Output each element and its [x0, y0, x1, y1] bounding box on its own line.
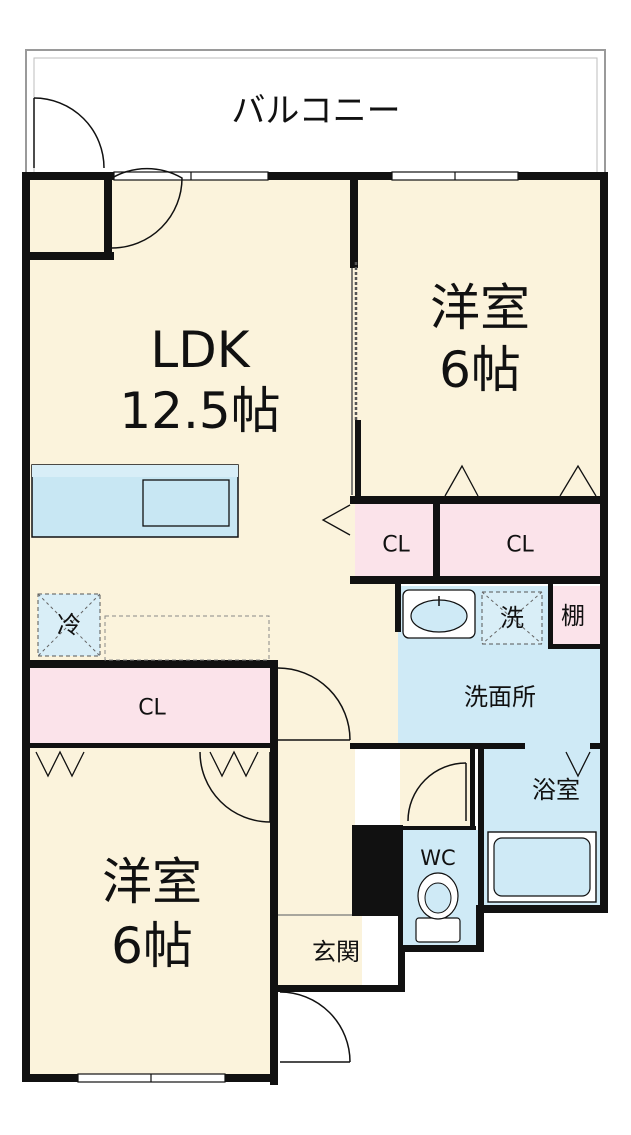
ldk-size: 12.5帖	[119, 382, 280, 440]
washer-label: 洗	[500, 604, 524, 632]
interior-walls	[26, 172, 605, 950]
closet-upper-left	[355, 500, 437, 580]
entrance-floor	[277, 915, 362, 985]
wash-basin	[402, 589, 476, 639]
bathtub	[487, 831, 597, 903]
exterior-walls	[22, 172, 608, 1085]
washer-space	[481, 591, 543, 645]
ldk-floor-lower	[270, 580, 398, 748]
closet-door-marks	[35, 464, 597, 778]
entrance-label: 玄関	[312, 938, 360, 966]
closet-upper-left-label: CL	[382, 533, 410, 558]
bedroom-upper-size: 6帖	[439, 341, 521, 399]
bedroom-upper-name: 洋室	[430, 279, 530, 337]
balcony	[25, 49, 606, 177]
toilet-fixture	[415, 872, 461, 943]
toilet-label: WC	[420, 846, 455, 870]
bedroom-lower-size: 6帖	[111, 917, 193, 975]
bedroom-lower-floor	[30, 748, 275, 1076]
balcony-label: バルコニー	[231, 91, 400, 131]
fridge-space	[37, 593, 101, 657]
washroom-label: 洗面所	[464, 683, 536, 711]
shelf-area	[550, 586, 600, 646]
cupboard-outline	[104, 615, 270, 661]
kitchen-sink	[142, 479, 230, 527]
closet-upper-right-label: CL	[506, 533, 534, 558]
kitchen-top-edge	[32, 465, 238, 477]
sliding-partition	[351, 262, 358, 495]
closet-lower	[30, 665, 275, 748]
bedroom-upper-floor	[355, 176, 603, 500]
ldk-name: LDK	[150, 321, 250, 379]
shelf-label: 棚	[561, 602, 585, 630]
fridge-label: 冷	[57, 611, 81, 639]
bathroom-label: 浴室	[532, 776, 580, 804]
washroom-floor-right	[550, 646, 603, 748]
closet-lower-label: CL	[138, 696, 166, 721]
door-swings	[33, 97, 467, 1063]
washroom-entry-floor	[400, 748, 475, 830]
closet-upper-right	[437, 500, 603, 580]
windows	[77, 171, 519, 1083]
bedroom-lower-name: 洋室	[102, 853, 202, 911]
